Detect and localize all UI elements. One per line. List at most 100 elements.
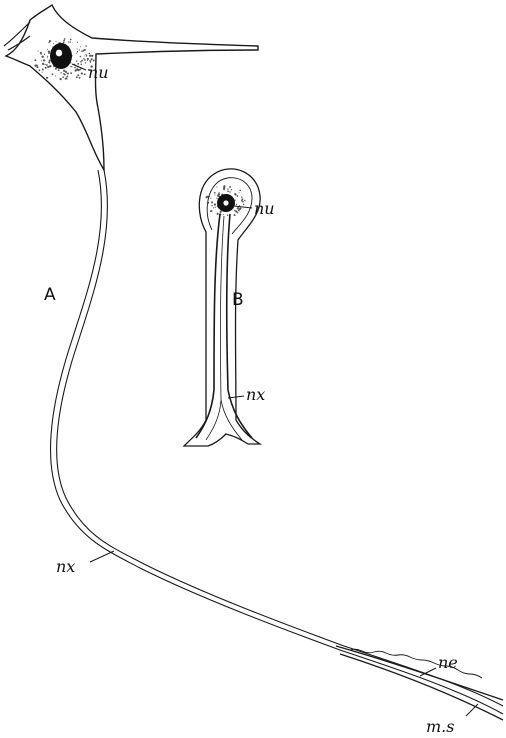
cytoplasm-dot <box>46 77 48 79</box>
cytoplasm-dot <box>58 69 60 71</box>
cytoplasm-dot <box>81 72 83 74</box>
neuron-a-nucleolus <box>56 50 62 57</box>
neuron-a-axon <box>51 170 503 714</box>
cytoplasm-dot <box>84 55 85 56</box>
cytoplasm-dot <box>77 51 78 52</box>
cytoplasm-dot <box>36 66 38 68</box>
cytoplasm-dot <box>80 63 82 65</box>
neuron-b-nucleolus <box>223 200 228 205</box>
cytoplasm-dot <box>231 189 232 190</box>
cytoplasm-dot <box>77 74 79 76</box>
cytoplasm-dot <box>55 41 56 42</box>
cytoplasm-dot <box>84 59 86 61</box>
cytoplasm-dot <box>34 59 36 61</box>
cytoplasm-dot <box>52 73 54 75</box>
cytoplasm-dot <box>234 210 235 211</box>
cytoplasm-dot <box>74 69 76 71</box>
cytoplasm-dot <box>214 192 216 194</box>
neuron-a-nu-label: nu <box>88 63 109 82</box>
cytoplasm-dot <box>41 60 42 61</box>
cytoplasm-dot <box>241 200 243 202</box>
cytoplasm-dot <box>93 60 95 62</box>
cytoplasm-dot <box>81 60 83 62</box>
cytoplasm-dot <box>80 56 82 58</box>
cytoplasm-dot <box>70 66 71 67</box>
cytoplasm-dot <box>211 205 212 206</box>
cytoplasm-dot <box>238 210 240 212</box>
neuron-b-axon-inner <box>227 214 252 438</box>
cytoplasm-dot <box>85 54 86 55</box>
neuron-b-letter: B <box>232 290 244 310</box>
cytoplasm-dot <box>211 201 213 203</box>
cytoplasm-dot <box>63 40 65 42</box>
cytoplasm-dot <box>79 69 81 71</box>
cytoplasm-dot <box>236 211 237 212</box>
cytoplasm-dot <box>77 63 79 65</box>
cytoplasm-dot <box>227 190 229 192</box>
cytoplasm-dot <box>214 203 216 205</box>
cytoplasm-dot <box>241 197 242 198</box>
cytoplasm-dot <box>237 212 238 213</box>
neuron-a: A nu nx ne m.s <box>4 5 503 736</box>
cytoplasm-dot <box>53 43 54 44</box>
cytoplasm-dot <box>213 207 214 208</box>
cytoplasm-dot <box>44 64 45 65</box>
cytoplasm-dot <box>220 211 222 213</box>
neuron-a-nx-leader <box>90 551 114 562</box>
cytoplasm-dot <box>43 59 45 61</box>
cytoplasm-dot <box>89 53 91 55</box>
cytoplasm-dot <box>236 195 238 197</box>
cytoplasm-dot <box>236 204 237 205</box>
neuron-a-sheath-lower <box>340 654 503 720</box>
cytoplasm-dot <box>65 78 67 80</box>
cytoplasm-dot <box>239 190 241 192</box>
cytoplasm-dot <box>55 68 57 70</box>
cytoplasm-dot <box>210 191 211 192</box>
cytoplasm-dot <box>91 55 93 57</box>
cytoplasm-dot <box>210 210 212 212</box>
cytoplasm-dot <box>66 75 68 77</box>
cytoplasm-dot <box>42 56 44 58</box>
cytoplasm-dot <box>86 55 87 56</box>
cytoplasm-dot <box>48 42 49 43</box>
cytoplasm-dot <box>42 69 44 71</box>
neuron-b: B nu nx <box>184 169 275 446</box>
cytoplasm-dot <box>244 200 246 202</box>
cytoplasm-dot <box>88 58 89 59</box>
cytoplasm-dot <box>217 213 219 215</box>
cytoplasm-dot <box>215 207 216 208</box>
cytoplasm-dot <box>70 41 71 42</box>
cytoplasm-dot <box>39 69 41 71</box>
cytoplasm-dot <box>209 196 210 197</box>
cytoplasm-dot <box>239 207 241 209</box>
cytoplasm-dot <box>223 185 225 187</box>
cytoplasm-dot <box>60 72 61 73</box>
cytoplasm-dot <box>83 58 84 59</box>
cytoplasm-dot <box>243 204 244 205</box>
neuron-a-ms-label: m.s <box>426 717 454 736</box>
cytoplasm-dot <box>47 49 48 50</box>
cytoplasm-dot <box>84 49 86 51</box>
cytoplasm-dot <box>79 77 81 79</box>
cytoplasm-dot <box>40 52 42 54</box>
cytoplasm-dot <box>89 55 91 57</box>
cytoplasm-dot <box>36 64 37 65</box>
cytoplasm-dot <box>237 208 239 210</box>
cytoplasm-dot <box>47 66 49 68</box>
cytoplasm-dot <box>207 202 209 204</box>
neuron-a-axon-inner <box>57 170 503 706</box>
cytoplasm-dot <box>91 58 93 60</box>
cytoplasm-dot <box>55 76 56 77</box>
cytoplasm-dot <box>76 53 77 54</box>
cytoplasm-dot <box>60 78 62 80</box>
cytoplasm-dot <box>49 40 51 42</box>
cytoplasm-dot <box>65 71 67 73</box>
cytoplasm-dot <box>63 42 65 44</box>
neuron-a-sheath <box>336 646 503 700</box>
neuron-b-nx-label: nx <box>246 385 265 404</box>
neuron-a-ms-leader <box>466 704 478 716</box>
cytoplasm-dot <box>44 54 45 55</box>
cytoplasm-dot <box>227 188 228 189</box>
neuron-a-cell-body <box>6 5 258 170</box>
cytoplasm-dot <box>234 214 236 216</box>
